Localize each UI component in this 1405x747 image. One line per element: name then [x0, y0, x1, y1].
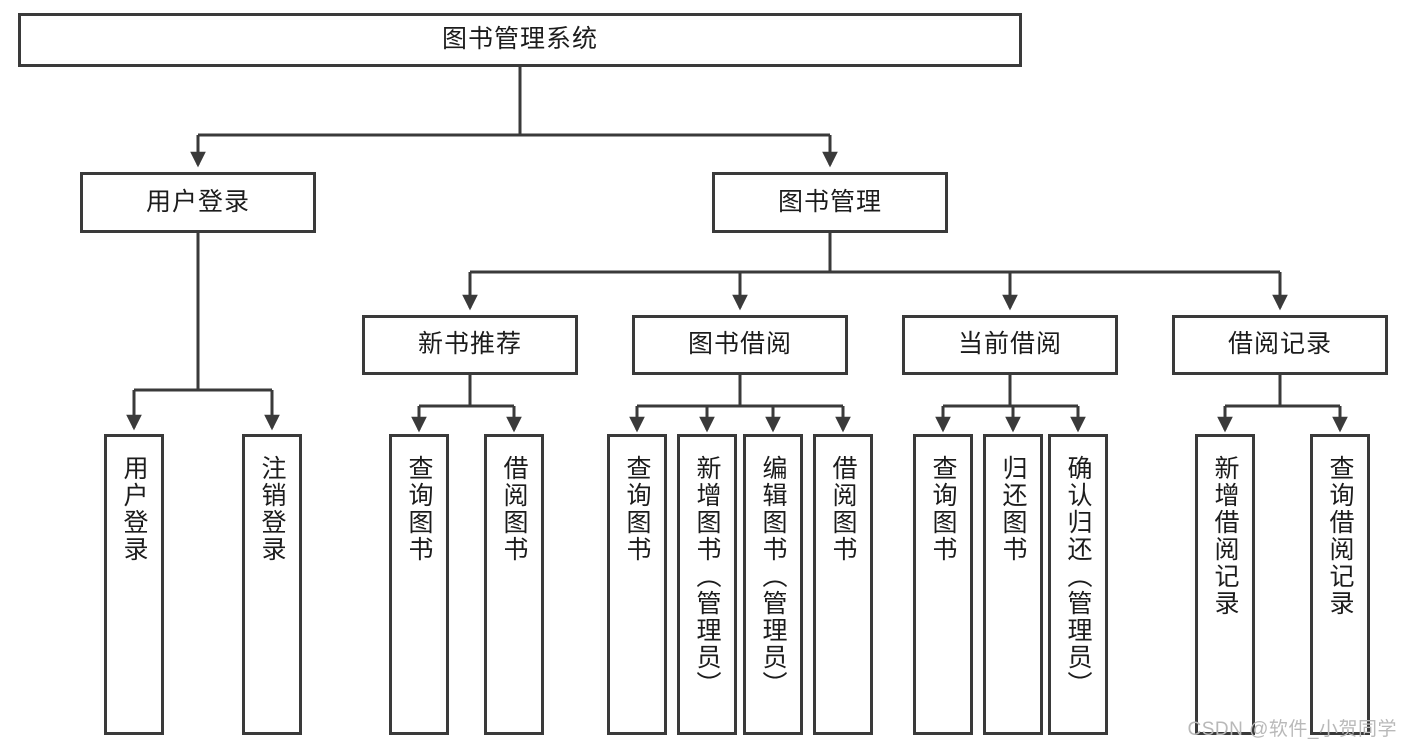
node-book-management[interactable]: 图书管理	[712, 172, 948, 233]
node-label: 查询图书	[623, 455, 651, 563]
leaf-recommend-borrow-book[interactable]: 借阅图书	[484, 434, 544, 735]
node-label: 图书管理	[777, 187, 882, 216]
node-label: 新书推荐	[417, 330, 522, 359]
node-label: 新增借阅记录	[1211, 455, 1239, 617]
node-new-book-recommend[interactable]: 新书推荐	[362, 315, 578, 375]
node-label: 编辑图书（管理员）	[759, 455, 787, 698]
node-label: 归还图书	[999, 455, 1027, 563]
leaf-current-return-book[interactable]: 归还图书	[983, 434, 1043, 735]
leaf-current-confirm-return-admin[interactable]: 确认归还（管理员）	[1048, 434, 1108, 735]
node-label: 查询借阅记录	[1326, 455, 1354, 617]
node-borrow-record[interactable]: 借阅记录	[1172, 315, 1388, 375]
node-label: 新增图书（管理员）	[693, 455, 721, 698]
node-label: 借阅图书	[500, 455, 528, 563]
node-label: 查询图书	[405, 455, 433, 563]
node-root-system[interactable]: 图书管理系统	[18, 13, 1022, 67]
node-label: 当前借阅	[957, 330, 1062, 359]
node-current-borrow[interactable]: 当前借阅	[902, 315, 1118, 375]
watermark-text: CSDN @软件_小贺同学	[1187, 719, 1397, 740]
leaf-borrow-query-book[interactable]: 查询图书	[607, 434, 667, 735]
node-label: 用户登录	[145, 187, 250, 216]
leaf-current-query-book[interactable]: 查询图书	[913, 434, 973, 735]
leaf-record-query-record[interactable]: 查询借阅记录	[1310, 434, 1370, 735]
leaf-borrow-add-book-admin[interactable]: 新增图书（管理员）	[677, 434, 737, 735]
node-label: 图书借阅	[687, 330, 792, 359]
leaf-recommend-query-book[interactable]: 查询图书	[389, 434, 449, 735]
node-label: 借阅图书	[829, 455, 857, 563]
node-label: 确认归还（管理员）	[1064, 455, 1092, 698]
leaf-user-login-login[interactable]: 用户登录	[104, 434, 164, 735]
node-label: 图书管理系统	[441, 25, 598, 54]
leaf-borrow-edit-book-admin[interactable]: 编辑图书（管理员）	[743, 434, 803, 735]
node-user-login[interactable]: 用户登录	[80, 172, 316, 233]
node-label: 查询图书	[929, 455, 957, 563]
leaf-user-login-logout[interactable]: 注销登录	[242, 434, 302, 735]
node-label: 注销登录	[258, 455, 286, 563]
node-book-borrow[interactable]: 图书借阅	[632, 315, 848, 375]
leaf-record-add-record[interactable]: 新增借阅记录	[1195, 434, 1255, 735]
node-label: 用户登录	[120, 455, 148, 563]
node-label: 借阅记录	[1227, 330, 1332, 359]
leaf-borrow-borrow-book[interactable]: 借阅图书	[813, 434, 873, 735]
